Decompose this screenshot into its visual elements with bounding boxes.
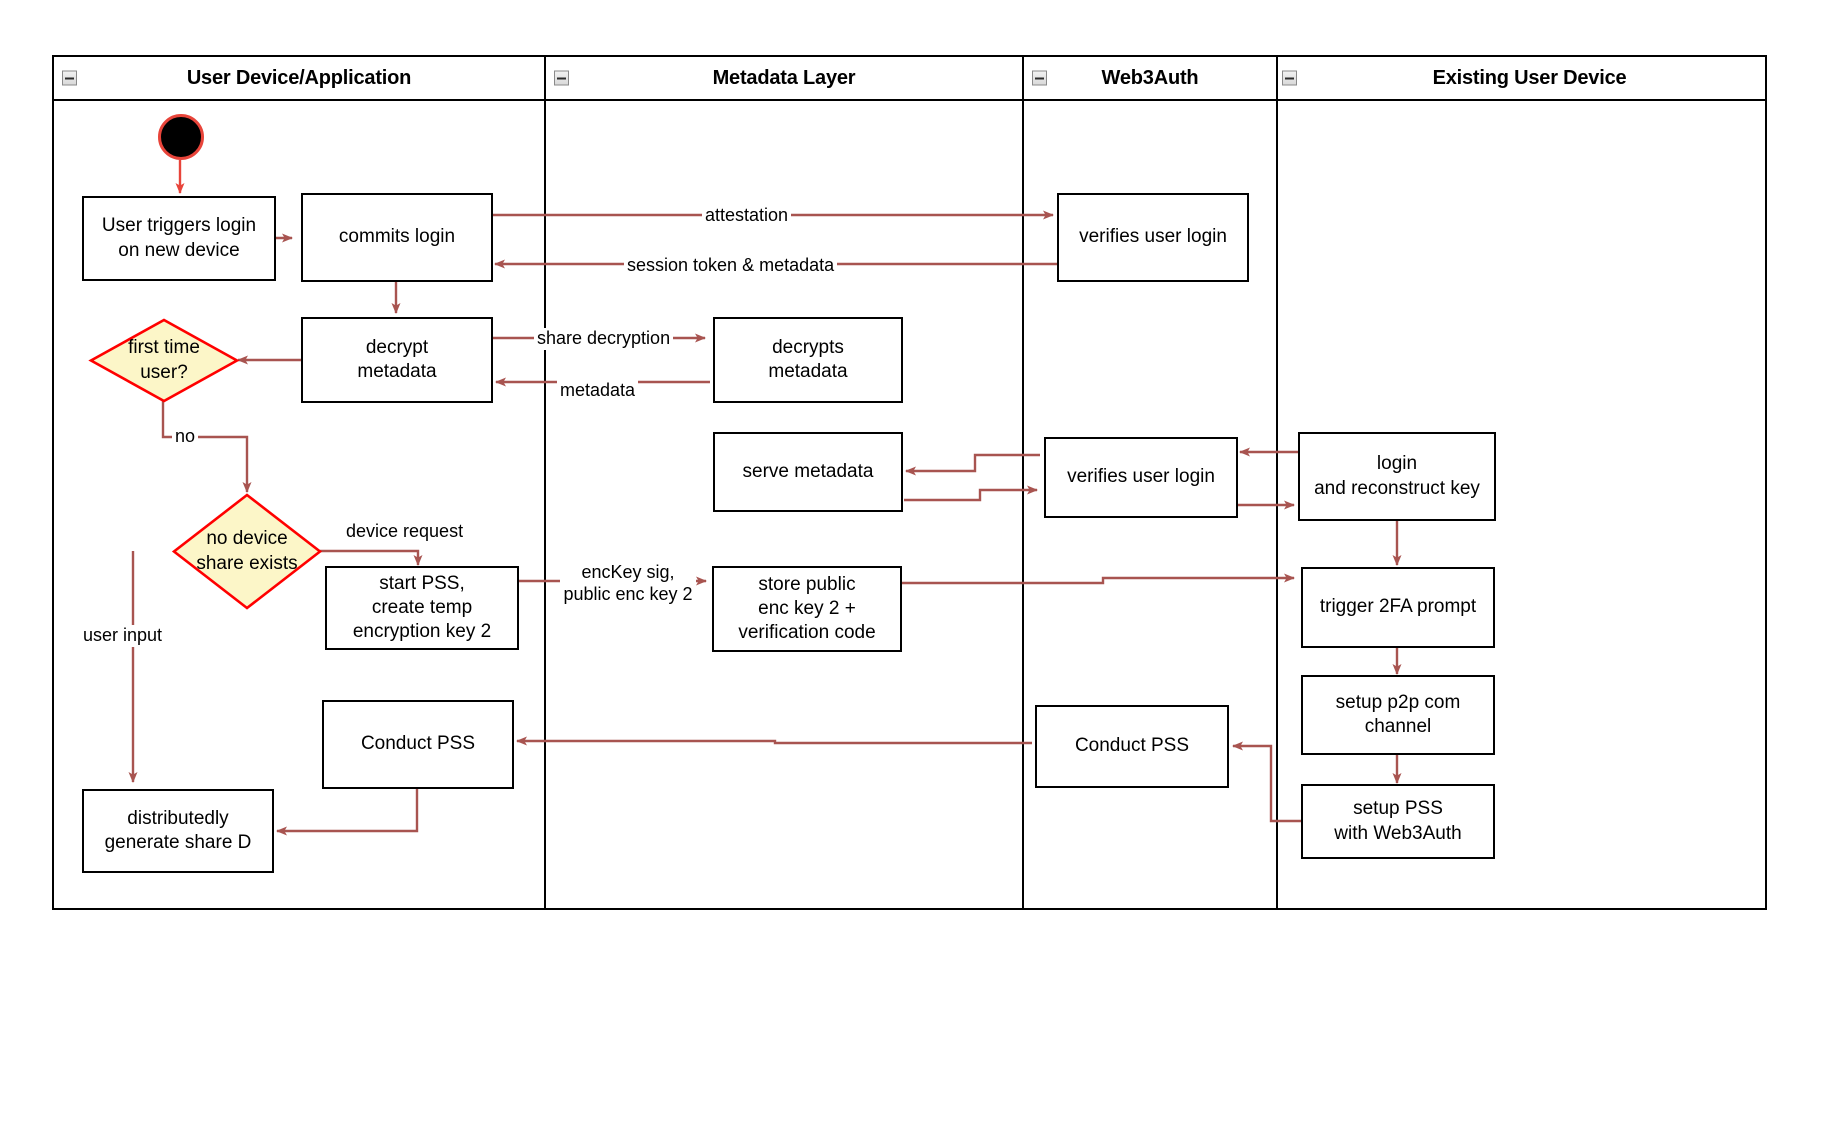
lane-title-web3auth: Web3Auth — [1101, 66, 1199, 89]
edge-label-share-decryption: share decryption — [534, 328, 674, 350]
node-first-time-user[interactable]: first time user? — [88, 318, 240, 403]
edge-label-no: no — [172, 426, 199, 448]
node-conduct-pss-web3auth[interactable]: Conduct PSS — [1035, 705, 1229, 788]
lane-header-web3auth: Web3Auth — [1024, 57, 1276, 101]
lane-title-user-device: User Device/Application — [186, 66, 412, 89]
node-setup-pss-with-web3auth[interactable]: setup PSS with Web3Auth — [1301, 784, 1495, 859]
lane-header-user-device: User Device/Application — [54, 57, 544, 101]
node-distributedly-generate-share-d[interactable]: distributedly generate share D — [82, 789, 274, 873]
collapse-minus-icon[interactable] — [62, 70, 77, 86]
first-time-user-diamond-shape — [88, 318, 240, 403]
lane-title-existing-user-device: Existing User Device — [1432, 66, 1627, 89]
node-decrypt-metadata[interactable]: decrypt metadata — [301, 317, 493, 403]
collapse-minus-icon[interactable] — [1032, 70, 1047, 86]
node-trigger-2fa-prompt[interactable]: trigger 2FA prompt — [1301, 567, 1495, 648]
node-setup-p2p-com-channel[interactable]: setup p2p com channel — [1301, 675, 1495, 755]
edge-label-metadata: metadata — [557, 380, 639, 402]
edge-label-enckey-sig: encKey sig, public enc key 2 — [560, 562, 696, 606]
node-commits-login[interactable]: commits login — [301, 193, 493, 282]
lane-existing-user-device[interactable]: Existing User Device — [1278, 57, 1765, 908]
node-start-pss[interactable]: start PSS, create temp encryption key 2 — [325, 566, 519, 650]
node-serve-metadata[interactable]: serve metadata — [713, 432, 903, 512]
node-user-triggers-login[interactable]: User triggers login on new device — [82, 196, 276, 281]
node-verifies-user-login-2[interactable]: verifies user login — [1044, 437, 1238, 518]
edge-label-user-input: user input — [80, 625, 166, 647]
lane-title-metadata-layer: Metadata Layer — [712, 66, 856, 89]
node-no-device-share-exists[interactable]: no device share exists — [171, 493, 323, 610]
edge-label-session-token-metadata: session token & metadata — [624, 255, 838, 277]
lane-user-device[interactable]: User Device/Application — [54, 57, 546, 908]
node-decrypts-metadata[interactable]: decrypts metadata — [713, 317, 903, 403]
node-login-and-reconstruct-key[interactable]: login and reconstruct key — [1298, 432, 1496, 521]
edge-label-attestation: attestation — [702, 205, 792, 227]
lane-header-metadata-layer: Metadata Layer — [546, 57, 1022, 101]
lane-metadata-layer[interactable]: Metadata Layer — [546, 57, 1024, 908]
collapse-minus-icon[interactable] — [1282, 70, 1297, 86]
collapse-minus-icon[interactable] — [554, 70, 569, 86]
edge-label-device-request: device request — [343, 521, 467, 543]
no-device-share-exists-diamond-shape — [171, 493, 323, 610]
start-node — [158, 114, 204, 160]
lane-web3auth[interactable]: Web3Auth — [1024, 57, 1278, 908]
swimlane-frame: User Device/Application Metadata Layer W… — [52, 55, 1767, 910]
lane-header-existing-user-device: Existing User Device — [1278, 57, 1765, 101]
node-conduct-pss-user-device[interactable]: Conduct PSS — [322, 700, 514, 789]
node-verifies-user-login-1[interactable]: verifies user login — [1057, 193, 1249, 282]
node-store-public-enc-key[interactable]: store public enc key 2 + verification co… — [712, 566, 902, 652]
